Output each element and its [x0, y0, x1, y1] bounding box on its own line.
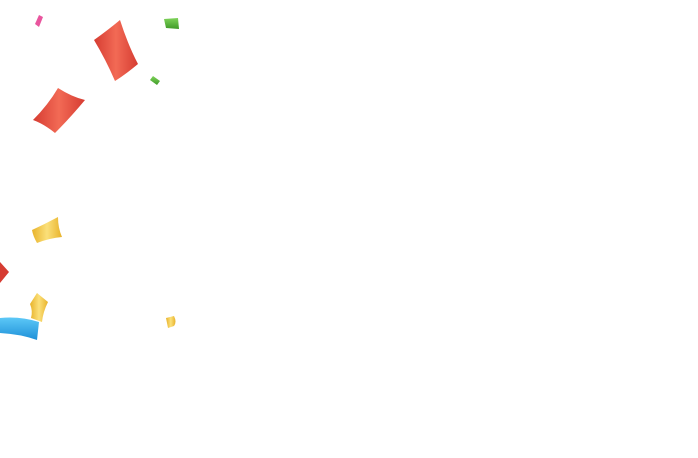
confetti-yellow-1	[32, 217, 62, 243]
confetti-yellow-2	[30, 293, 48, 322]
confetti-green-small	[150, 76, 160, 85]
confetti-pink	[35, 15, 43, 27]
confetti-red-large-1	[94, 20, 138, 81]
confetti-blue	[0, 317, 39, 340]
confetti-yellow-small	[166, 316, 176, 328]
confetti-red-large-2	[33, 88, 85, 133]
confetti-green-top	[164, 18, 179, 29]
confetti-red-partial	[0, 262, 9, 283]
